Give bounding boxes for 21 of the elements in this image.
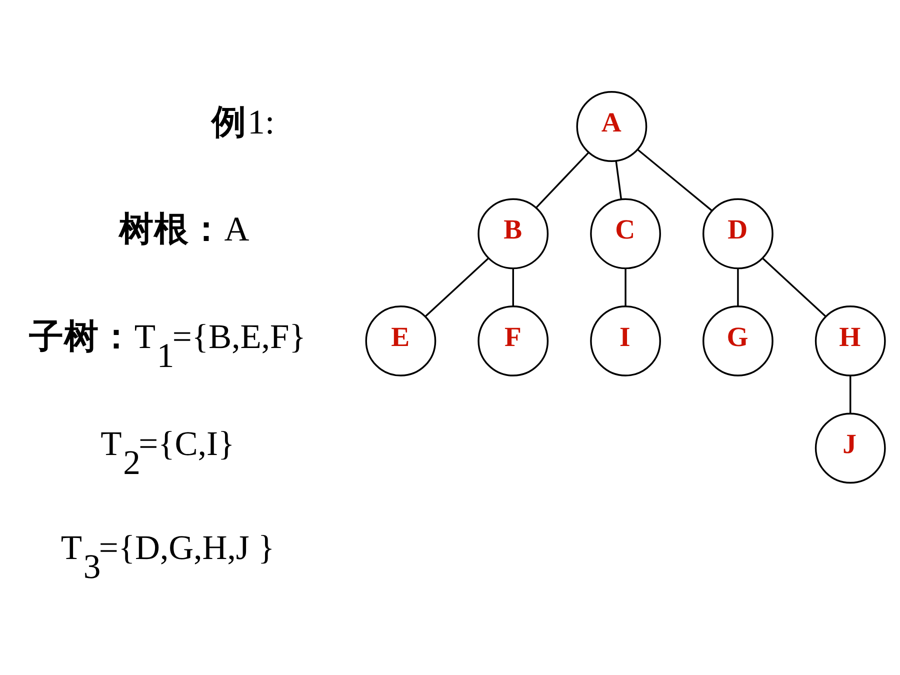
connector — [762, 258, 826, 317]
node-circle: G — [702, 306, 774, 376]
label: 树根：A — [118, 210, 250, 249]
node-circle: A — [576, 91, 648, 162]
node-circle: B — [478, 198, 549, 270]
connector — [624, 268, 626, 306]
node-circle: J — [814, 412, 886, 484]
node-circle: D — [702, 198, 774, 270]
node-circle: C — [590, 198, 661, 270]
node-circle: H — [814, 306, 886, 376]
connector — [737, 268, 739, 306]
node-circle: F — [478, 306, 549, 376]
connector — [615, 160, 622, 200]
connector — [536, 152, 589, 208]
connector — [637, 149, 712, 212]
connector — [425, 258, 489, 317]
connector — [850, 376, 852, 414]
connector — [512, 268, 514, 306]
node-circle: E — [365, 306, 436, 376]
label: 例1: — [211, 103, 275, 142]
node-circle: I — [590, 306, 661, 376]
